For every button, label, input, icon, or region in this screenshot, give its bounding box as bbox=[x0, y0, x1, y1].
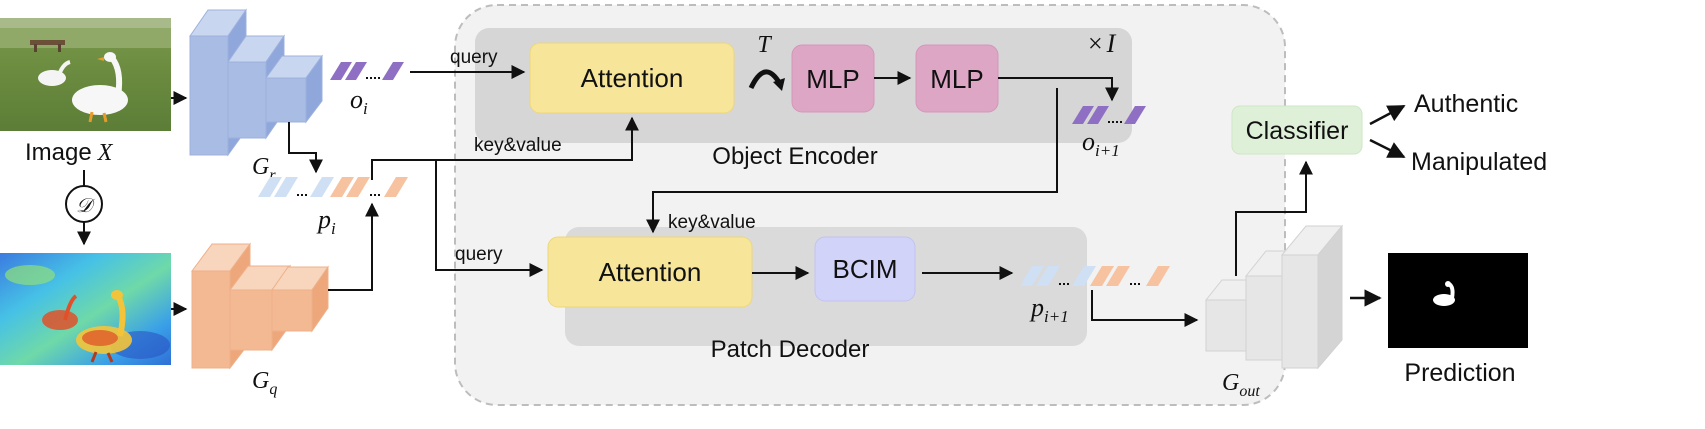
svg-text:Classifier: Classifier bbox=[1246, 117, 1349, 145]
output-manipulated: Manipulated bbox=[1411, 148, 1547, 176]
svg-text:MLP: MLP bbox=[806, 64, 859, 94]
gr-label: Gr bbox=[252, 154, 276, 184]
pd-bcim-box bbox=[814, 236, 916, 302]
backbone-gr bbox=[189, 8, 323, 157]
oi-next-label: oi+1 bbox=[1082, 127, 1120, 160]
svg-text:Attention: Attention bbox=[581, 63, 684, 93]
gq-label: Gq bbox=[252, 368, 277, 398]
output-authentic: Authentic bbox=[1414, 90, 1518, 118]
gout-label: Gout bbox=[1222, 370, 1260, 400]
oe-attention-box bbox=[529, 42, 735, 114]
oi-label: oi bbox=[350, 85, 368, 118]
backbone-gout bbox=[1204, 224, 1344, 370]
prediction-label: Prediction bbox=[1404, 359, 1515, 387]
oe-query-label: query bbox=[450, 47, 498, 68]
svg-text:T: T bbox=[757, 32, 772, 58]
object-tokens-oi-next bbox=[1072, 106, 1146, 124]
iteration-label: ×I bbox=[1088, 29, 1117, 58]
patch-decoder-title: Patch Decoder bbox=[711, 336, 870, 363]
svg-text:𝒟: 𝒟 bbox=[76, 195, 96, 217]
loop-arrow-icon bbox=[748, 69, 783, 90]
svg-text:MLP: MLP bbox=[930, 64, 983, 94]
object-tokens-oi bbox=[330, 62, 404, 80]
patch-tokens-pi-next bbox=[1020, 266, 1170, 286]
pd-query-label: query bbox=[455, 244, 503, 265]
classifier-box bbox=[1231, 105, 1363, 155]
pi-label: pi bbox=[316, 205, 336, 238]
patch-tokens-pi bbox=[258, 177, 408, 197]
pi-next-label: pi+1 bbox=[1029, 293, 1069, 326]
noise-image bbox=[0, 253, 171, 365]
object-encoder-title: Object Encoder bbox=[712, 143, 877, 170]
svg-text:Attention: Attention bbox=[599, 257, 702, 287]
svg-text:BCIM: BCIM bbox=[833, 254, 898, 284]
input-image bbox=[0, 18, 171, 131]
oe-kv-label: key&value bbox=[474, 135, 562, 156]
pd-kv-label: key&value bbox=[668, 212, 756, 233]
backbone-gq bbox=[191, 242, 329, 370]
prediction-mask bbox=[1388, 253, 1528, 348]
